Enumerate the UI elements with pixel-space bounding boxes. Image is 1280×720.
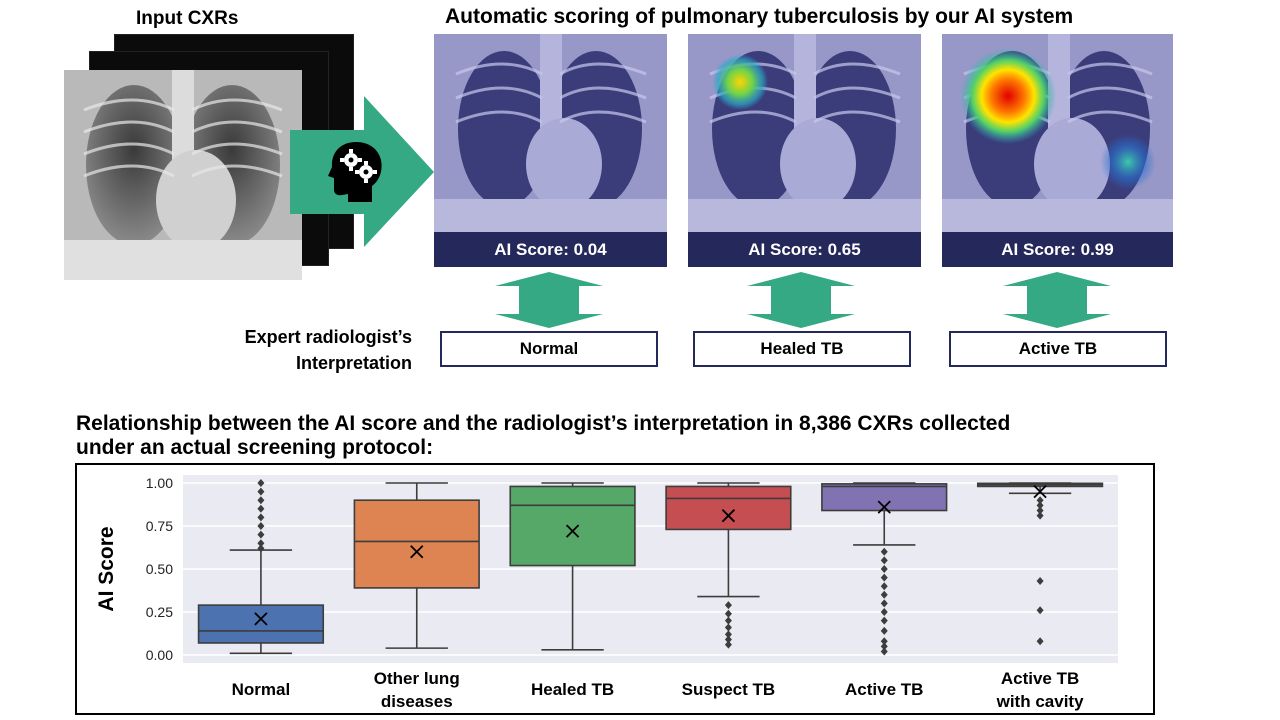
outlier-point <box>257 496 265 505</box>
outlier-point <box>257 544 265 553</box>
outlier-point <box>724 623 732 632</box>
outlier-point <box>724 601 732 610</box>
box <box>509 485 636 567</box>
outlier-point <box>880 608 888 616</box>
outlier-point <box>1036 637 1044 646</box>
category-label: Normal <box>232 680 291 699</box>
mean-marker <box>1033 484 1047 499</box>
expert-label-line2: Interpretation <box>295 353 412 373</box>
mean-marker <box>565 524 580 538</box>
outlier-point <box>880 642 888 651</box>
example-cxr-active-tb <box>942 34 1173 232</box>
ai-score-bar-active-tb: AI Score: 0.99 <box>942 232 1173 267</box>
outlier-point <box>1036 606 1044 615</box>
outlier-point <box>1036 577 1044 586</box>
expert-label-line1: Expert radiologist’s <box>244 327 412 347</box>
outlier-point <box>1036 496 1044 505</box>
y-tick-label: 0.50 <box>146 561 173 577</box>
outlier-point <box>880 590 888 599</box>
ai-score-bar-normal: AI Score: 0.04 <box>434 232 667 267</box>
y-tick-label: 0.75 <box>146 518 173 534</box>
mean-marker <box>410 545 424 559</box>
box <box>665 485 792 531</box>
system-title: Automatic scoring of pulmonary tuberculo… <box>445 5 1074 28</box>
outlier-point <box>1036 511 1044 520</box>
relationship-title-line2: under an actual screening protocol: <box>76 436 434 459</box>
double-arrow-icon <box>747 272 855 333</box>
outlier-point <box>724 640 732 649</box>
outlier-point <box>724 616 732 625</box>
outlier-point <box>257 530 265 539</box>
outlier-point <box>257 487 265 496</box>
mean-marker <box>254 612 268 626</box>
input-cxrs-label: Input CXRs <box>136 8 239 29</box>
outlier-point <box>880 616 888 625</box>
mean-marker <box>721 509 736 523</box>
outlier-point <box>724 630 732 639</box>
relationship-title-line1: Relationship between the AI score and th… <box>76 412 1011 435</box>
mean-marker <box>877 500 891 514</box>
outlier-point <box>257 522 265 530</box>
category-label: Suspect TB <box>682 680 776 699</box>
outlier-point <box>724 609 732 618</box>
interpretation-normal: Normal <box>440 331 658 367</box>
y-tick-label: 0.00 <box>146 647 173 663</box>
box <box>197 604 325 644</box>
category-label: Active TB <box>845 680 923 699</box>
interpretation-healed-tb: Healed TB <box>693 331 911 367</box>
outlier-point <box>257 513 265 522</box>
outlier-point <box>880 547 888 556</box>
outlier-point <box>1036 506 1044 515</box>
double-arrow-icon <box>1003 272 1111 333</box>
outlier-point <box>880 565 888 573</box>
outlier-point <box>257 539 265 548</box>
outlier-point <box>257 504 265 513</box>
outlier-point <box>880 556 888 565</box>
category-label: with cavity <box>996 692 1084 711</box>
category-label: Healed TB <box>531 680 614 699</box>
brain-gears-icon <box>328 140 384 207</box>
boxplot-frame <box>75 463 1155 715</box>
double-arrow-icon <box>495 272 603 333</box>
y-axis-label: AI Score <box>95 526 118 611</box>
relationship-title: Relationship between the AI score and th… <box>76 412 1010 460</box>
outlier-point <box>724 635 732 644</box>
outlier-point <box>880 582 888 591</box>
category-label: Other lung <box>374 669 460 688</box>
outlier-point <box>880 626 888 635</box>
outlier-point <box>880 637 888 646</box>
outlier-point <box>880 599 888 608</box>
outlier-point <box>880 647 888 656</box>
category-label: diseases <box>381 692 453 711</box>
expert-label: Expert radiologist’s Interpretation <box>180 324 412 376</box>
input-cxr-image <box>64 70 302 280</box>
outlier-point <box>880 573 888 582</box>
outlier-point <box>257 479 265 487</box>
ai-score-bar-healed-tb: AI Score: 0.65 <box>688 232 921 267</box>
box <box>353 499 480 589</box>
example-cxr-normal <box>434 34 667 232</box>
y-tick-label: 0.25 <box>146 604 173 620</box>
interpretation-active-tb: Active TB <box>949 331 1167 367</box>
y-tick-label: 1.00 <box>146 475 173 491</box>
outlier-point <box>1036 501 1044 510</box>
example-cxr-healed-tb <box>688 34 921 232</box>
category-label: Active TB <box>1001 669 1079 688</box>
